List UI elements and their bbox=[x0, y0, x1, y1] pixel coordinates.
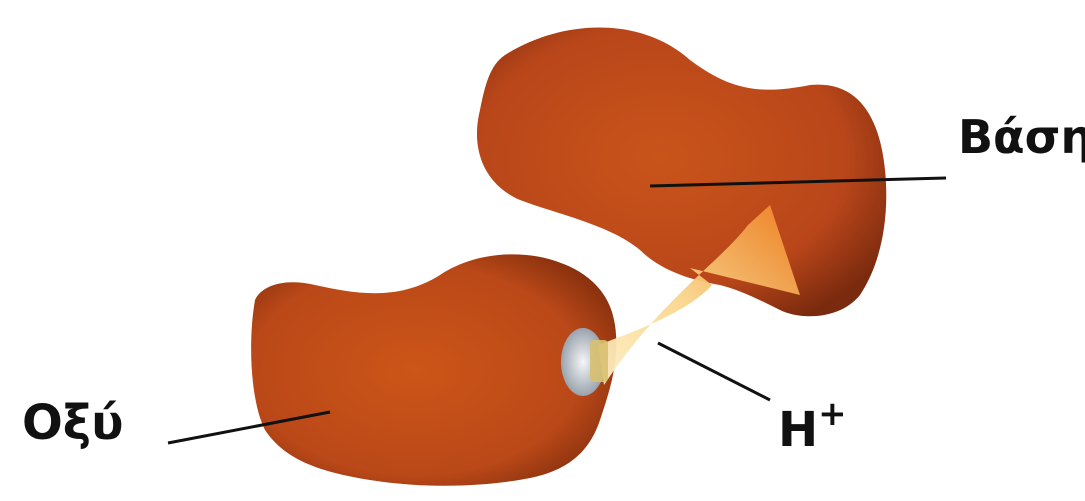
proton-symbol: H bbox=[778, 402, 818, 458]
proton-label: H+ bbox=[778, 398, 847, 458]
proton-leader-line bbox=[658, 343, 770, 400]
base-label: Βάση bbox=[958, 110, 1085, 164]
acid-label: Οξύ bbox=[22, 395, 124, 451]
proton-tab bbox=[590, 340, 608, 382]
acid-molecule bbox=[251, 254, 616, 485]
proton-charge: + bbox=[818, 394, 847, 434]
